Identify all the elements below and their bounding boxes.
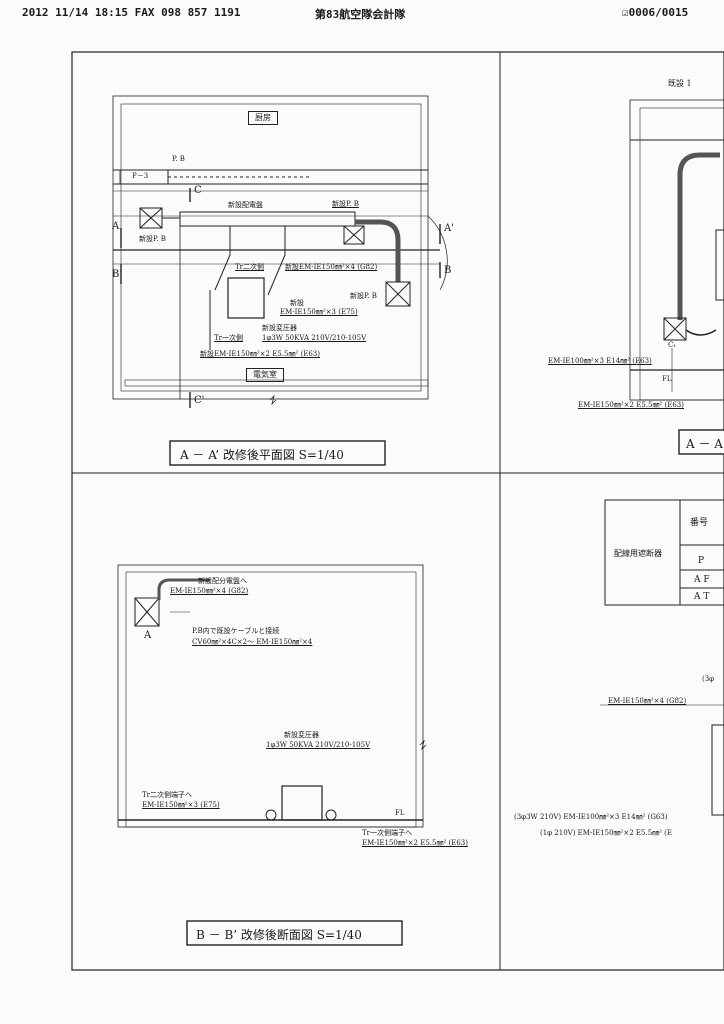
tr-primary-term: Tr一次側端子へ	[362, 829, 413, 837]
fax-page-text: 0006/0015	[628, 6, 689, 19]
new-pb-left-label: 新設P. B	[139, 235, 166, 243]
fax-sender: 第83航空隊会計隊	[315, 8, 406, 21]
breaker-table	[600, 499, 724, 816]
cv-cable-label: CV60㎜²×4C×2～ EM-IE150㎜²×4	[192, 638, 313, 646]
fax-header-line: 2012 11/14 18:15 FAX 098 857 1191	[22, 6, 241, 19]
section-fl: FL	[395, 809, 405, 817]
section-a-right: A'	[444, 223, 454, 234]
fax-page-number: ☑0006/0015	[622, 6, 688, 19]
phase-note: (3φ	[702, 675, 715, 683]
section-label-a: A	[144, 630, 152, 641]
section-c-bottom: C'	[194, 395, 205, 406]
plan-cable-g82: 新設EM-IE150㎜²×4 (G82)	[285, 263, 378, 271]
new-panel-label: 新設配電盤	[228, 201, 263, 209]
plan-title-box	[169, 440, 386, 466]
section-b-drawing	[117, 564, 427, 828]
tr-secondary-term: Tr二次側端子へ	[142, 791, 193, 799]
section-cable-e63: EM-IE150㎜²×2 E5.5㎜² (E63)	[362, 839, 468, 847]
p3-label: P－3	[132, 172, 149, 180]
pb-label: P. B	[172, 155, 185, 163]
tr-primary-label: Tr一次側	[214, 334, 244, 342]
existing-label: 既設 1	[668, 79, 692, 88]
new-pb-top-label: 新設P. B	[332, 200, 359, 208]
plan-cable-e75: EM-IE150㎜²×3 (E75)	[280, 308, 358, 316]
transformer-spec: 1φ3W 50KVA 210V/210-105V	[262, 334, 367, 342]
plan-cable-e63: 新設EM-IE150㎜²×2 E5.5㎜² (E63)	[200, 350, 320, 358]
right-cable-g82: EM-IE150㎜²×4 (G82)	[608, 697, 687, 705]
right-fl: FL	[662, 375, 672, 383]
new-transformer-label: 新設変圧器	[262, 324, 297, 332]
new-label: 新設	[290, 299, 304, 307]
kitchen-label: 厨房	[248, 111, 278, 125]
section-cable-g82: EM-IE150㎜²×4 (G82)	[170, 587, 249, 595]
right-top-drawing	[629, 99, 724, 401]
row-af: A F	[694, 575, 710, 585]
section-new-transformer: 新設変圧器	[284, 731, 319, 739]
section-c-top: C	[194, 185, 202, 196]
section-a-left: A	[112, 221, 120, 232]
breaker-label: 配線用遮断器	[614, 549, 662, 558]
table-header-number: 番号	[690, 518, 709, 528]
section-b-left: B'	[112, 269, 123, 280]
plan-drawing	[112, 95, 448, 408]
section-title: B － B’ 改修後断面図 S=1/40	[196, 928, 362, 942]
row-p: P	[698, 556, 705, 566]
new-pb-right-label: 新設P. B	[350, 292, 377, 300]
section-transformer-spec: 1φ3W 50KVA 210V/210-105V	[266, 741, 371, 749]
new-dist-panel-label: 新設配分電盤へ	[198, 577, 247, 585]
tr-secondary-label: Tr二次側	[235, 263, 265, 271]
fax-icon: ☑	[622, 6, 629, 19]
section-title-box	[186, 920, 403, 946]
line-1phase: (1φ 210V) EM-IE150㎜²×2 E5.5㎜² (E	[540, 829, 673, 837]
electric-room-label: 電気室	[246, 368, 284, 382]
row-at: A T	[694, 592, 710, 602]
section-cable-e75: EM-IE150㎜²×3 (E75)	[142, 801, 220, 809]
right-cable-e63a: EM-IE100㎜²×3 E14㎜² (E63)	[548, 357, 652, 365]
right-title: A － A	[686, 437, 723, 451]
line-3phase: (3φ3W 210V) EM-IE100㎜²×3 E14㎜² (G63)	[514, 813, 668, 821]
right-title-box	[678, 429, 724, 455]
right-cable-e63b: EM-IE150㎜²×2 E5.5㎜² (E63)	[578, 401, 684, 409]
plan-title: A － A’ 改修後平面図 S=1/40	[180, 448, 344, 462]
section-b-right: B	[444, 265, 452, 276]
pb-connect-label: P.B内で既設ケーブルと接続	[192, 627, 280, 635]
c1-label: C₁	[668, 341, 677, 349]
sheet-frame	[71, 51, 724, 971]
